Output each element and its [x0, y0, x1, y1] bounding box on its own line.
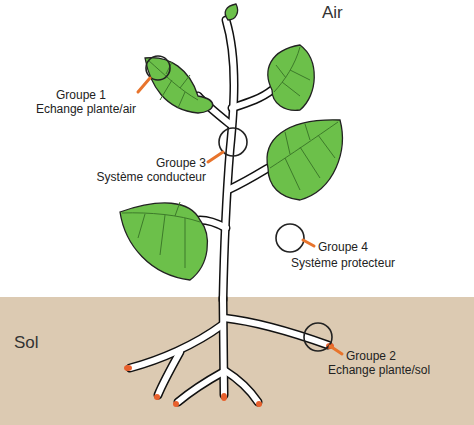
leaves: [120, 4, 342, 280]
root-tips: [124, 343, 334, 407]
callout-pins: [138, 78, 342, 354]
region-label: Air: [322, 3, 343, 23]
group-name: Groupe 3: [156, 156, 206, 170]
group-description: Système conducteur: [97, 170, 206, 184]
soil: [0, 297, 474, 425]
group-description: Echange plante/sol: [328, 363, 430, 377]
group-name: Groupe 2: [346, 349, 396, 363]
group-name: Groupe 1: [56, 88, 106, 102]
region-label: Sol: [14, 333, 39, 353]
group-description: Système protecteur: [291, 256, 395, 270]
group-name: Groupe 4: [318, 240, 368, 254]
leaf-veins: [122, 47, 338, 268]
zoom-circles: [146, 56, 332, 351]
group-description: Echange plante/air: [36, 102, 136, 116]
